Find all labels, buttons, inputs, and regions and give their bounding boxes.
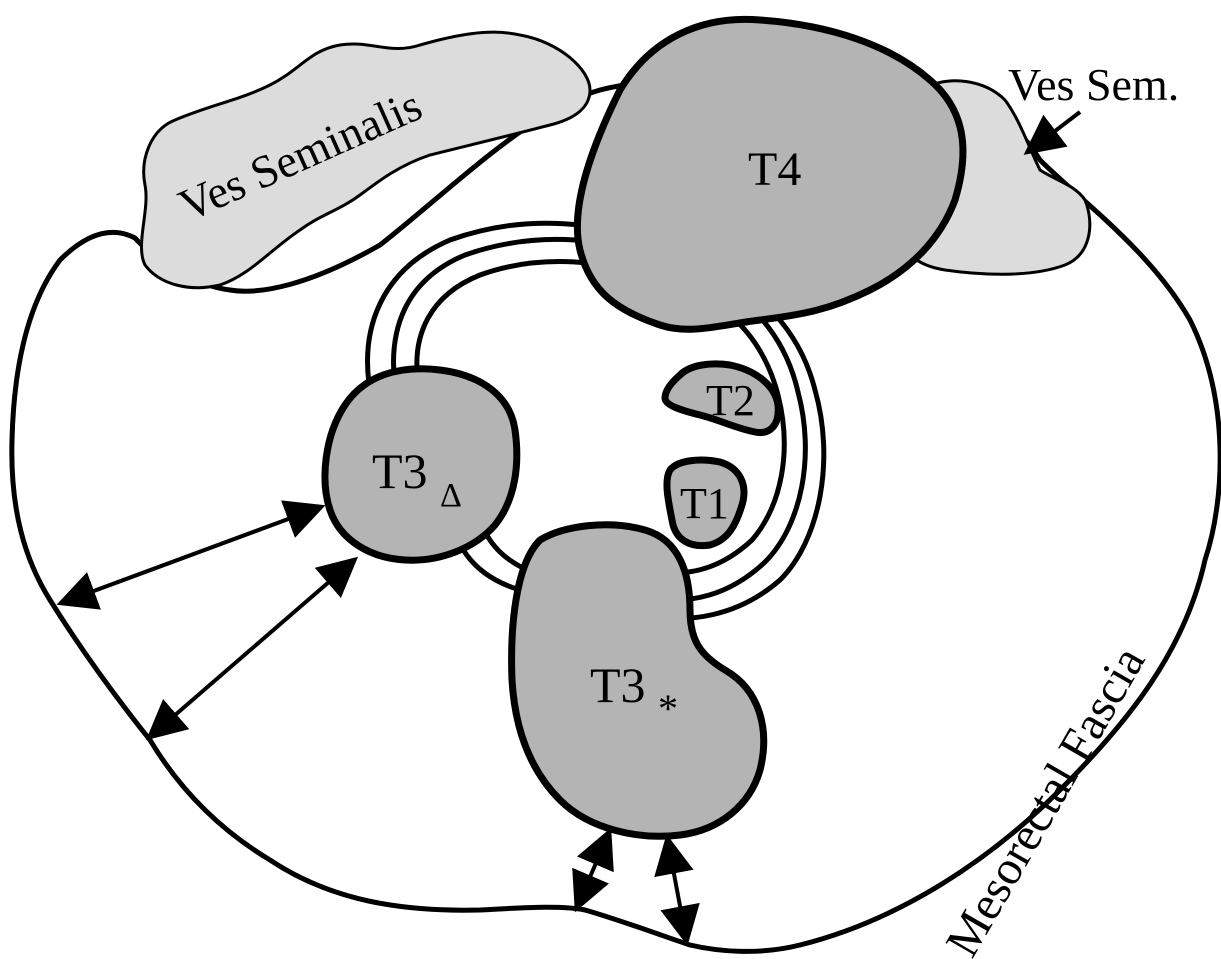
tumor-t3-delta (321, 365, 521, 564)
t3-delta-label: T3 Δ (372, 443, 462, 514)
t3-delta-base: T3 (372, 443, 428, 499)
mesorectal-fascia-label: Mesorectal Fascia (936, 638, 1156, 959)
distance-arrow-t3-delta-upper (56, 500, 326, 610)
t3-star-subscript: * (658, 686, 678, 731)
t4-label: T4 (748, 143, 801, 196)
ves-sem-short-label: Ves Sem. (1008, 59, 1179, 110)
t3-star-base: T3 (590, 657, 646, 713)
distance-arrow-t3-star-right (654, 834, 700, 946)
seminal-vesicle-left (140, 30, 592, 290)
t1-label: T1 (680, 479, 729, 528)
tumor-t1 (663, 456, 748, 550)
tumor-t4 (573, 15, 967, 333)
tumor-t2 (661, 360, 782, 437)
t3-delta-subscript: Δ (440, 477, 462, 514)
ves-sem-pointer-arrow (1023, 110, 1082, 155)
t3-star-label: T3 * (590, 657, 678, 731)
tumor-t3-star (508, 521, 768, 840)
distance-arrow-t3-star-left (572, 827, 614, 913)
distance-arrow-t3-delta-lower (145, 556, 359, 741)
mesorectal-fascia-outline (9, 77, 1221, 954)
t2-label: T2 (706, 376, 755, 425)
